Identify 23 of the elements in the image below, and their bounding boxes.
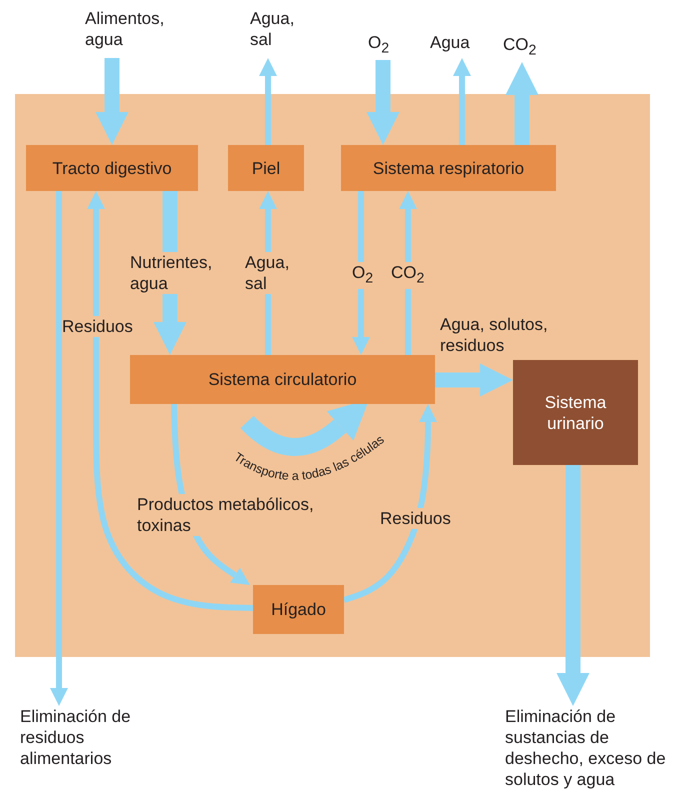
flow-arrow — [506, 62, 538, 145]
flow-arrow — [259, 58, 277, 145]
flow-text: CO$_{2}$ — [503, 34, 551, 62]
flow-arrow — [453, 58, 471, 145]
flow-arrow — [556, 465, 590, 706]
organ-system-box: Sistema circulatorio — [130, 355, 435, 404]
flow-text: Eliminación de residuos alimentarios — [20, 706, 155, 786]
flow-arrow — [87, 191, 254, 611]
flow-text: Agua — [430, 32, 482, 58]
flow-text: Agua, sal — [250, 8, 310, 58]
flow-arrow — [96, 58, 128, 145]
organ-system-box: Hígado — [253, 585, 344, 634]
organ-system-box: Sistema respiratorio — [341, 145, 556, 191]
flow-text: O$_{2}$ — [368, 32, 400, 60]
flow-arrow — [366, 60, 400, 145]
organ-system-box: Tracto digestivo — [26, 145, 198, 191]
flow-arrow — [343, 404, 437, 603]
organ-system-box: Sistema urinario — [513, 360, 638, 465]
flow-text: Alimentos, agua — [85, 8, 195, 58]
organ-system-box: Piel — [228, 145, 304, 191]
flow-arrow — [50, 191, 68, 706]
flow-arrow — [435, 364, 513, 396]
flow-text: Eliminación de sustancias de deshecho, exceso de solutos y agua — [505, 706, 680, 808]
